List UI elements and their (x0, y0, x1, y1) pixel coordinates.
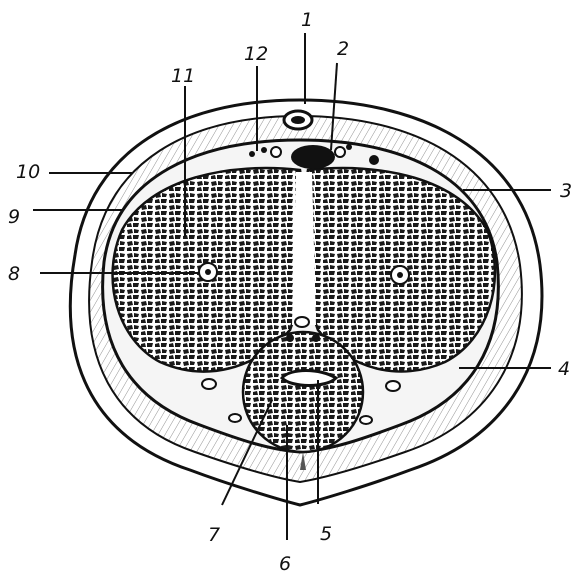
label-4: 4 (558, 358, 570, 380)
urethra (282, 371, 336, 386)
label-8: 8 (8, 263, 20, 285)
label-5: 5 (320, 523, 332, 545)
label-6: 6 (279, 553, 291, 575)
label-2: 2 (337, 38, 349, 60)
label-1: 1 (301, 9, 313, 31)
deep-dorsal-vein (291, 145, 335, 169)
label-10: 10 (16, 161, 40, 183)
label-3: 3 (560, 180, 572, 202)
label-9: 9 (8, 206, 20, 228)
label-12: 12 (244, 43, 268, 65)
septum (292, 172, 316, 325)
corpus-spongiosum (243, 332, 363, 452)
label-7: 7 (208, 524, 220, 546)
label-11: 11 (171, 65, 195, 87)
